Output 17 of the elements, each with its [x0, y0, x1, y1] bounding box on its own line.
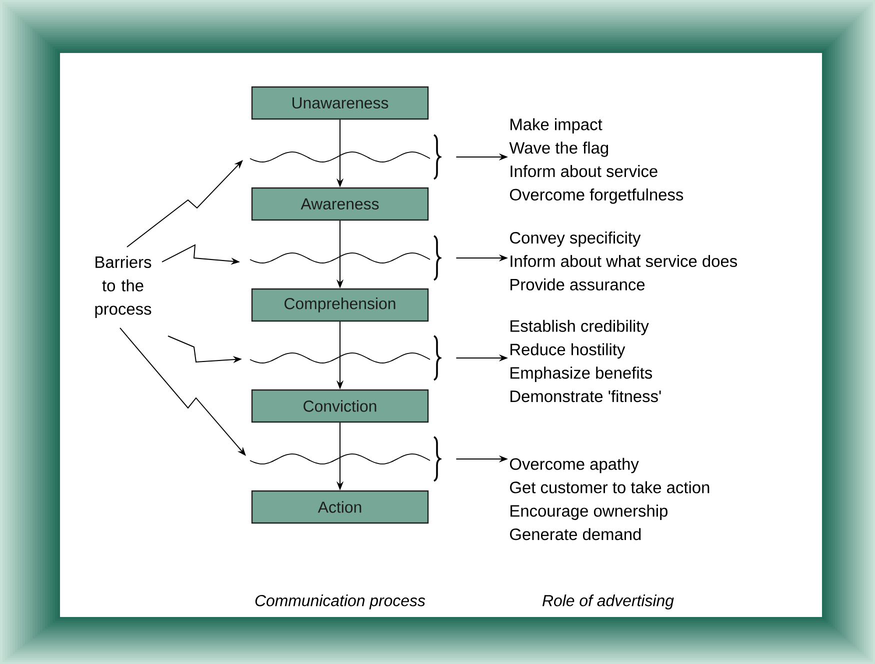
wavy-line: [250, 454, 430, 464]
process-box: Comprehension: [251, 288, 429, 322]
wavy-line: [250, 152, 430, 162]
process-box: Unawareness: [251, 86, 429, 120]
caption-text: Communication process: [255, 594, 426, 610]
wavy-line: [250, 252, 430, 264]
role-list: Overcome apathy Get customer to take action Encourage ownership Generate demand: [510, 458, 710, 540]
process-box: Action: [251, 490, 429, 524]
process-box: Awareness: [251, 187, 429, 221]
role-list: Convey specificity Inform about what service does Provide assurance: [510, 232, 737, 290]
barrier-label: Barriers to the process: [95, 256, 152, 318]
lightning-arrow: [126, 160, 243, 248]
role-list: Establish credibility Reduce hostility Emphasize benefits Demonstrate 'fitness': [510, 320, 661, 402]
caption-text: Role of advertising: [542, 594, 674, 610]
wavy-line: [250, 352, 430, 364]
process-box: Conviction: [251, 389, 429, 423]
role-list: Make impact Wave the flag Inform about service Overcome forgetfulness: [509, 118, 684, 204]
